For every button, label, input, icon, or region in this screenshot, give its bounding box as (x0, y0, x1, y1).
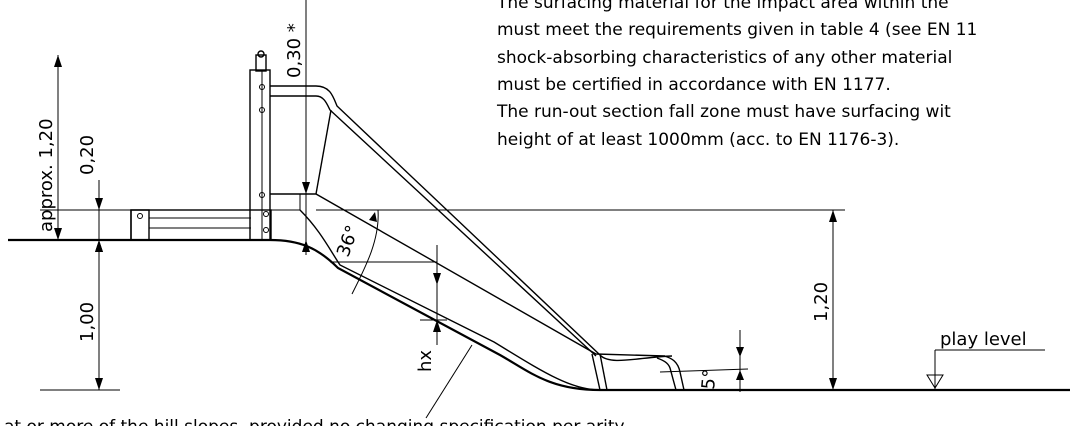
note-line-5: The run-out section fall zone must have … (496, 102, 951, 122)
dim-100: 1,00 (77, 302, 98, 342)
dim-approx-120: approx. 1,20 (36, 118, 57, 232)
dim-030: 0,30 * (284, 23, 305, 78)
platform-tower (130, 50, 301, 241)
dim-hx: hx (415, 350, 436, 372)
ground-profile (8, 238, 1070, 392)
note-line-4: must be certified in accordance with EN … (497, 75, 891, 95)
dim-020: 0,20 (77, 135, 98, 175)
slide-chute-top (270, 193, 666, 357)
slide-chute-bottom (299, 209, 601, 391)
angle-36: 36° (333, 223, 364, 260)
note-line-6: height of at least 1000mm (acc. to EN 11… (497, 130, 899, 150)
note-line-2: must meet the requirements given in tabl… (497, 20, 977, 40)
hill-ground-line (8, 238, 1070, 392)
note-line-3: shock-absorbing characteristics of any o… (497, 48, 952, 68)
angle-5: 5° (698, 368, 721, 390)
play-level-label: play level (940, 329, 1027, 350)
slide-handrail (270, 85, 673, 362)
bottom-note: at or more of the hill slopes, provided … (4, 417, 625, 426)
post-cap (255, 54, 267, 72)
dim-120-right: 1,20 (811, 282, 832, 322)
dimension-lines (40, 0, 1045, 419)
tower-post (249, 69, 271, 241)
note-line-1: The surfacing material for the impact ar… (496, 0, 949, 13)
surfacing-note: The surfacing material for the impact ar… (496, 0, 977, 150)
